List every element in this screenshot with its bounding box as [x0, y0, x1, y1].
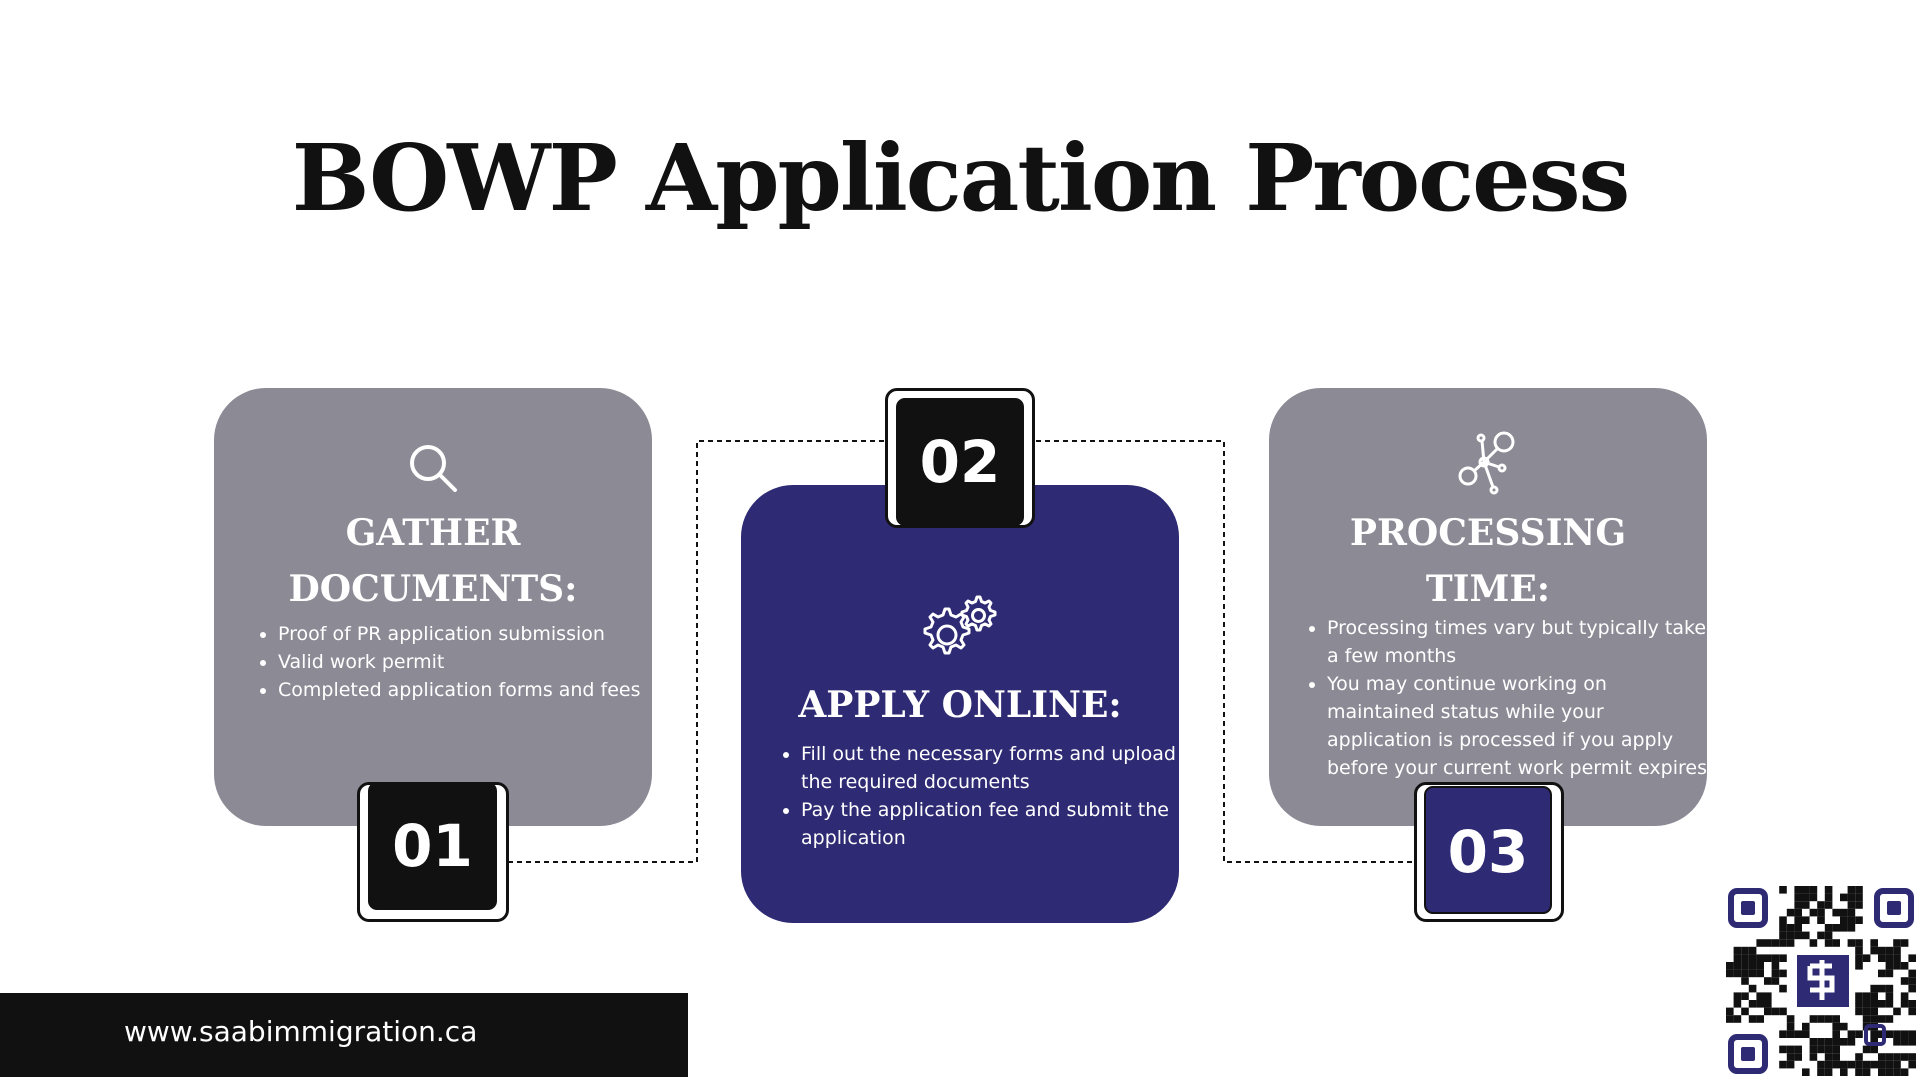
- gears-icon: [923, 595, 997, 655]
- step-number-badge: 03: [1424, 786, 1552, 914]
- list-item: You may continue working on maintained s…: [1327, 670, 1711, 782]
- magnifier-icon: [410, 445, 457, 492]
- footer-bar: www.saabimmigration.ca: [0, 993, 688, 1077]
- step-item-list: Proof of PR application submission Valid…: [256, 620, 648, 704]
- list-item: Fill out the necessary forms and upload …: [801, 740, 1181, 796]
- step-item-list: Processing times vary but typically take…: [1305, 614, 1711, 782]
- list-item: Valid work permit: [278, 648, 648, 676]
- network-icon: [1458, 431, 1515, 495]
- step-card-processing-time: PROCESSING TIME: Processing times vary b…: [1269, 388, 1707, 826]
- list-item: Pay the application fee and submit the a…: [801, 796, 1181, 852]
- sa-logo-icon: [1793, 951, 1853, 1011]
- list-item: Proof of PR application submission: [278, 620, 648, 648]
- step-item-list: Fill out the necessary forms and upload …: [779, 740, 1181, 852]
- page-title: BOWP Application Process: [291, 124, 1631, 232]
- step-title-line1: PROCESSING: [1349, 512, 1627, 554]
- website-link[interactable]: www.saabimmigration.ca: [124, 1015, 478, 1048]
- step-number-badge: 01: [368, 782, 497, 910]
- list-item: Processing times vary but typically take…: [1327, 614, 1711, 670]
- qr-code-icon[interactable]: [1726, 886, 1916, 1076]
- step-title-line2: DOCUMENTS:: [288, 568, 578, 610]
- step-number-badge: 02: [896, 398, 1024, 526]
- step-title-line2: TIME:: [1425, 568, 1551, 610]
- step-title-line1: APPLY ONLINE:: [798, 684, 1122, 726]
- list-item: Completed application forms and fees: [278, 676, 648, 704]
- step-title-line1: GATHER: [345, 512, 521, 554]
- step-card-gather-documents: GATHER DOCUMENTS: Proof of PR applicatio…: [214, 388, 652, 826]
- step-card-apply-online: APPLY ONLINE: Fill out the necessary for…: [741, 485, 1179, 923]
